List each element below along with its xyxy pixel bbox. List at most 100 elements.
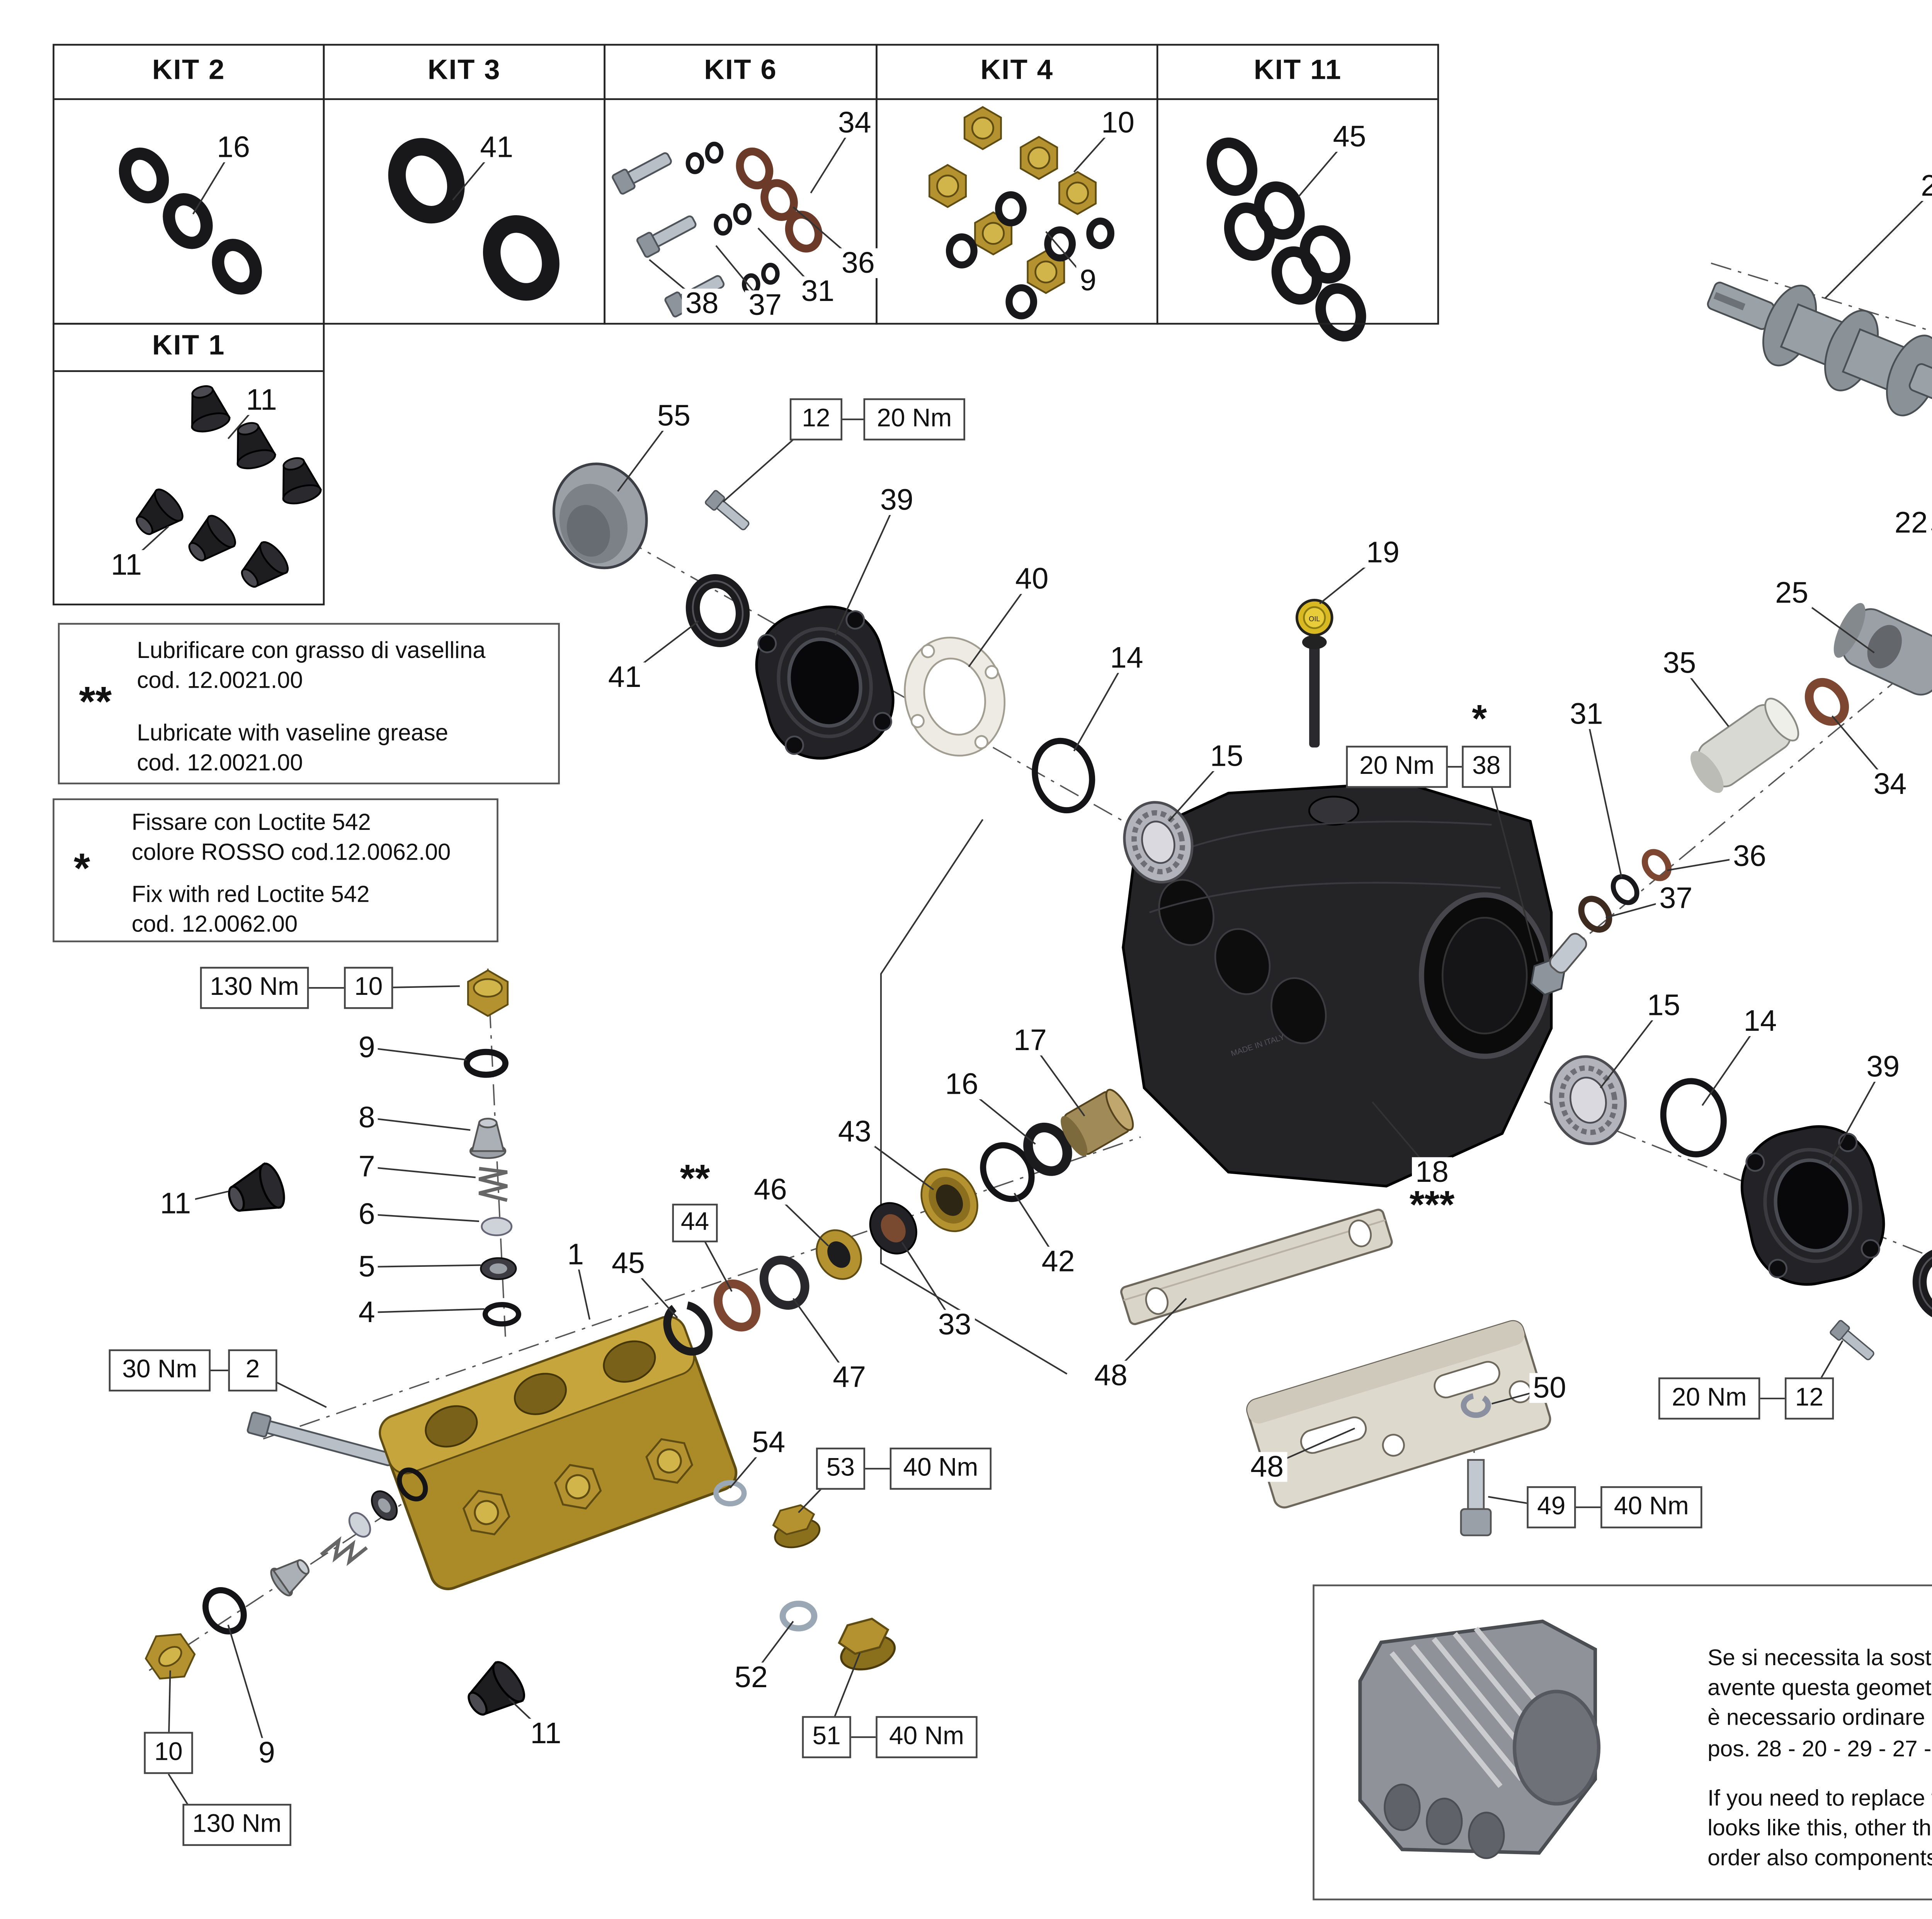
part-label-10: 10	[1098, 108, 1138, 138]
part-label-7: 7	[355, 1152, 379, 1182]
note-crankcase-replacement: *** Se si necessita la sostituzione del …	[1313, 1584, 1932, 1900]
kit-box-kit-4: KIT 4	[876, 44, 1158, 325]
part-label-16: 16	[941, 1069, 982, 1100]
kit-box-kit-1: KIT 1	[53, 323, 325, 605]
note-crankcase-it-line4: pos. 28 - 20 - 29 - 27 - 31	[1708, 1734, 1932, 1761]
part-label-starstar: **	[676, 1159, 714, 1198]
ref-box-49: 49	[1527, 1486, 1576, 1528]
part-label-39: 39	[876, 485, 917, 515]
kit-title: KIT 11	[1158, 46, 1437, 100]
part-label-11: 11	[527, 1718, 565, 1749]
part-label-33: 33	[934, 1310, 975, 1340]
note-grease-en-line2: cod. 12.0021.00	[137, 749, 303, 775]
note-crankcase-en-line1: If you need to replace the crankcase tha…	[1708, 1784, 1932, 1811]
note-loctite-it-line1: Fissare con Loctite 542	[131, 809, 371, 835]
part-label-45: 45	[1329, 122, 1370, 152]
ref-box-10: 10	[144, 1732, 193, 1774]
part-label-42: 42	[1038, 1246, 1078, 1277]
part-label-34: 34	[834, 108, 875, 138]
part-label-5: 5	[355, 1252, 379, 1282]
note-grease-it-line2: cod. 12.0021.00	[137, 666, 303, 693]
note-loctite-en-line2: cod. 12.0062.00	[131, 910, 298, 937]
ref-box-40-nm: 40 Nm	[1600, 1486, 1702, 1528]
part-label-41: 41	[476, 133, 517, 163]
ref-box-130-nm: 130 Nm	[200, 967, 309, 1009]
ref-box-51: 51	[802, 1716, 851, 1758]
part-label-36: 36	[1730, 841, 1770, 871]
svg-text:OIL: OIL	[1309, 615, 1320, 623]
part-label-11: 11	[156, 1189, 195, 1219]
note-crankcase-it-line3: è necessario ordinare anche i componenti	[1708, 1704, 1932, 1731]
note-loctite: * Fissare con Loctite 542 colore ROSSO c…	[53, 798, 498, 942]
ref-box-130-nm: 130 Nm	[182, 1803, 291, 1846]
part-label-9: 9	[1076, 266, 1100, 296]
part-label-18: 18	[1412, 1157, 1452, 1187]
part-label-52: 52	[731, 1662, 771, 1693]
part-label-11: 11	[242, 385, 281, 415]
note-crankcase-en-line2: looks like this, other than pos. 18, you…	[1708, 1815, 1932, 1841]
part-label-31: 31	[798, 276, 838, 306]
part-label-19: 19	[1362, 538, 1403, 568]
part-label-11: 11	[107, 550, 146, 580]
ref-box-12: 12	[1784, 1377, 1834, 1420]
note-crankcase-en-line3: order also components pos. 28 - 20 - 29 …	[1708, 1845, 1932, 1871]
kit-title: KIT 2	[54, 46, 323, 100]
part-label-4: 4	[355, 1297, 379, 1327]
part-label-36: 36	[838, 248, 878, 278]
part-label-9: 9	[355, 1032, 379, 1062]
note-grease-it-line1: Lubrificare con grasso di vasellina	[137, 637, 486, 663]
note-loctite-it-line2: colore ROSSO cod.12.0062.00	[131, 838, 451, 865]
part-label-star: *	[1468, 699, 1491, 739]
part-label-41: 41	[604, 662, 645, 692]
note-crankcase-it-line2: avente questa geometria, oltre alla pos.…	[1708, 1674, 1932, 1701]
part-label-35: 35	[1659, 648, 1700, 678]
part-label-15: 15	[1206, 741, 1247, 772]
part-label-21: 21	[1917, 171, 1932, 201]
part-label-54: 54	[748, 1428, 789, 1457]
part-label-14: 14	[1740, 1006, 1781, 1036]
note-loctite-en-line1: Fix with red Loctite 542	[131, 880, 370, 908]
part-label-43: 43	[834, 1117, 875, 1147]
part-label-6: 6	[355, 1199, 379, 1229]
part-label-55: 55	[653, 401, 694, 431]
part-label-15: 15	[1643, 990, 1684, 1020]
ref-box-20-nm: 20 Nm	[863, 398, 965, 440]
crankcase-variant-image	[1358, 1619, 1601, 1859]
ref-box-20-nm: 20 Nm	[1658, 1377, 1760, 1420]
ref-box-44: 44	[672, 1203, 718, 1243]
kit-title: KIT 3	[325, 46, 604, 100]
ref-box-10: 10	[344, 967, 393, 1009]
kit-box-kit-3: KIT 3	[323, 44, 605, 325]
kit-box-kit-2: KIT 2	[53, 44, 325, 325]
ref-box-20-nm: 20 Nm	[1346, 746, 1448, 788]
note-grease-symbol: **	[79, 679, 112, 727]
kit-box-kit-11: KIT 11	[1156, 44, 1439, 325]
note-crankcase-it-line1: Se si necessita la sostituzione del cart…	[1708, 1644, 1932, 1671]
part-label-1: 1	[564, 1239, 588, 1270]
part-label-39: 39	[1863, 1052, 1903, 1082]
part-label-17: 17	[1010, 1025, 1051, 1056]
kit-title: KIT 4	[877, 46, 1156, 100]
part-label-34: 34	[1870, 770, 1910, 799]
part-label-48: 48	[1247, 1452, 1287, 1482]
note-grease: ** Lubrificare con grasso di vasellina c…	[58, 623, 560, 785]
part-label-47: 47	[829, 1362, 870, 1392]
part-label-25: 25	[1772, 578, 1812, 608]
part-label-38: 38	[682, 289, 722, 319]
ref-box-38: 38	[1462, 746, 1511, 788]
part-label-8: 8	[355, 1103, 379, 1133]
part-label-46: 46	[750, 1175, 791, 1205]
ref-box-40-nm: 40 Nm	[889, 1447, 992, 1490]
part-label-40: 40	[1012, 564, 1052, 594]
ref-box-30-nm: 30 Nm	[109, 1349, 211, 1392]
note-loctite-symbol: *	[73, 846, 90, 893]
part-label-48: 48	[1090, 1361, 1131, 1391]
part-label-starstarstar: ***	[1406, 1185, 1458, 1225]
part-label-9: 9	[255, 1738, 279, 1768]
kit-title: KIT 1	[54, 325, 323, 372]
part-label-45: 45	[608, 1248, 648, 1278]
ref-box-2: 2	[228, 1349, 277, 1392]
note-grease-en-line1: Lubricate with vaseline grease	[137, 719, 448, 746]
